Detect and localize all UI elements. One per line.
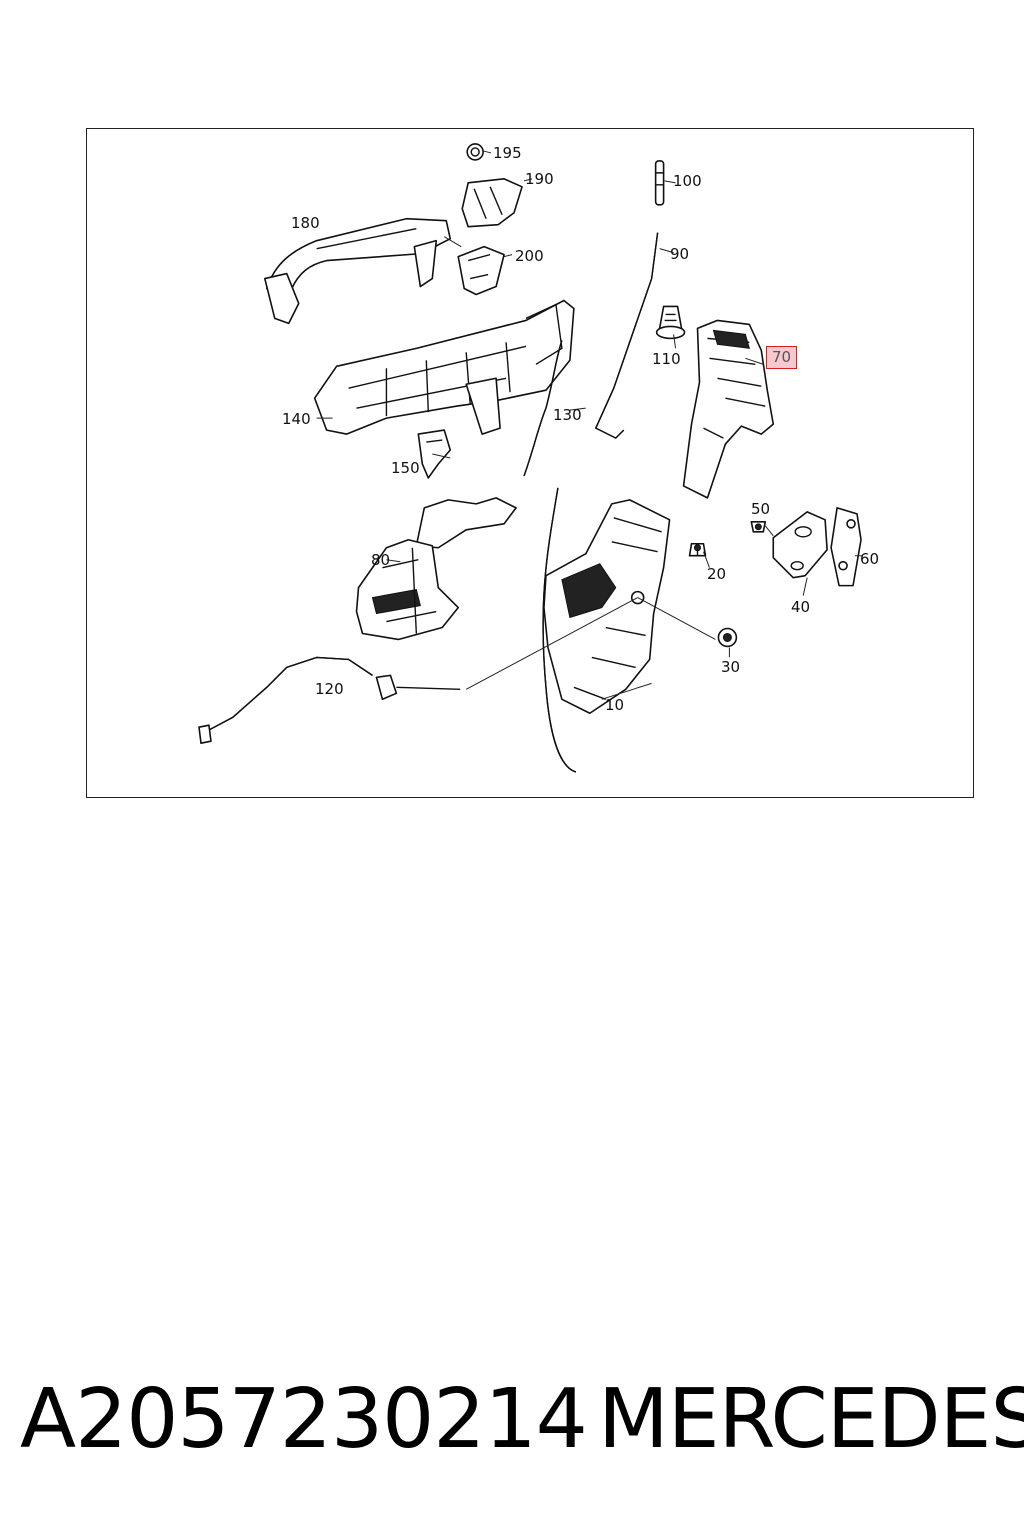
exploded-parts-drawing <box>198 143 864 773</box>
part-130-drawing <box>523 340 563 477</box>
part-100-drawing <box>654 160 665 206</box>
part-110-drawing <box>655 305 686 340</box>
part-label-40[interactable]: 40 <box>791 598 811 616</box>
part-140-drawing <box>313 299 575 435</box>
part-label-200[interactable]: 200 <box>515 247 544 265</box>
part-200-drawing <box>457 245 505 296</box>
diagram-frame: 195 190 180 200 100 90 110 70 130 140 15… <box>86 128 974 798</box>
part-70-drawing <box>682 319 775 499</box>
part-label-195[interactable]: 195 <box>493 144 522 162</box>
part-10-drawing <box>542 487 671 773</box>
part-label-180[interactable]: 180 <box>291 214 320 232</box>
part-120-drawing <box>198 656 461 744</box>
part-180-drawing <box>263 217 452 325</box>
part-label-190[interactable]: 190 <box>525 170 554 188</box>
part-20-drawing <box>688 542 707 557</box>
part-80-drawing <box>355 497 517 641</box>
part-label-120[interactable]: 120 <box>315 680 344 698</box>
part-label-30[interactable]: 30 <box>721 658 741 676</box>
part-195-drawing <box>466 143 484 161</box>
part-60-drawing <box>830 507 862 587</box>
part-label-20[interactable]: 20 <box>707 565 727 583</box>
part-90-drawing <box>594 232 659 439</box>
part-label-100[interactable]: 100 <box>673 172 702 190</box>
part-label-10[interactable]: 10 <box>605 696 625 714</box>
part-50-drawing <box>750 521 767 533</box>
part-label-70[interactable]: 70 <box>766 346 798 369</box>
part-label-80[interactable]: 80 <box>371 551 391 569</box>
part-label-90[interactable]: 90 <box>670 245 690 263</box>
part-190-drawing <box>461 178 523 228</box>
part-label-130[interactable]: 130 <box>553 406 582 424</box>
part-40-drawing <box>772 511 828 579</box>
part-30-drawing <box>717 627 738 648</box>
part-label-110[interactable]: 110 <box>652 350 681 368</box>
part-number-text: A2057230214 <box>20 1372 588 1467</box>
part-label-150[interactable]: 150 <box>391 459 420 477</box>
part-label-140[interactable]: 140 <box>282 410 311 428</box>
part-label-50[interactable]: 50 <box>751 500 771 518</box>
part-label-60[interactable]: 60 <box>860 550 880 568</box>
footer-caption: A2057230214 MERCEDES <box>20 1372 1024 1472</box>
brand-name-text: MERCEDES <box>598 1372 1024 1467</box>
